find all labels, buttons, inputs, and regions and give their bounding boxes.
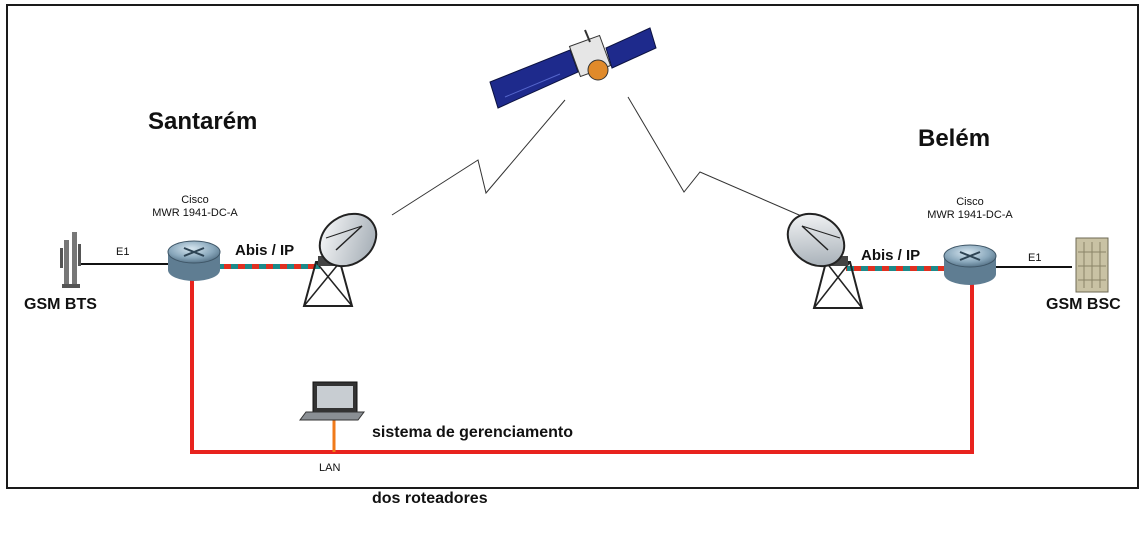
abis-label-left: Abis / IP <box>235 242 295 259</box>
uplink-right <box>627 96 807 219</box>
management-label-line1: sistema de gerenciamento <box>372 424 573 441</box>
lan-label: LAN <box>319 462 341 474</box>
router-left-model: MWR 1941-DC-A <box>152 207 238 219</box>
router-right-vendor: Cisco <box>956 196 984 208</box>
satellite-icon <box>489 27 657 109</box>
lan-line <box>190 276 974 454</box>
abis-link-right <box>846 266 950 271</box>
router-left-icon <box>167 240 221 281</box>
router-right-icon <box>943 244 997 285</box>
e1-label-left: E1 <box>116 246 130 258</box>
router-right-label: Cisco MWR 1941-DC-A <box>915 196 1025 222</box>
diagram-frame <box>6 4 1139 489</box>
router-right-model: MWR 1941-DC-A <box>927 209 1013 221</box>
satellite-dish-right-icon <box>786 212 864 309</box>
e1-label-right: E1 <box>1028 252 1042 264</box>
city-label-belem: Belém <box>918 125 991 152</box>
uplink-left <box>391 99 566 216</box>
diagram-graphics <box>60 27 1109 454</box>
laptop-icon <box>299 381 365 421</box>
network-diagram: Santarém Belém Cisco MWR 1941-DC-A Cisco… <box>6 4 1139 507</box>
abis-label-right: Abis / IP <box>861 247 921 264</box>
bsc-cabinet-icon <box>1075 237 1109 293</box>
satellite-dish-left-icon <box>302 212 378 307</box>
gsm-bts-label: GSM BTS <box>24 296 97 313</box>
abis-link-left <box>212 264 320 269</box>
management-system-label: sistema de gerenciamento dos roteadores <box>372 378 573 554</box>
city-label-santarem: Santarém <box>148 108 258 135</box>
management-label-line2: dos roteadores <box>372 490 488 507</box>
bts-tower-icon <box>60 232 81 288</box>
router-left-label: Cisco MWR 1941-DC-A <box>140 194 250 220</box>
router-left-vendor: Cisco <box>181 194 209 206</box>
gsm-bsc-label: GSM BSC <box>1046 296 1121 313</box>
